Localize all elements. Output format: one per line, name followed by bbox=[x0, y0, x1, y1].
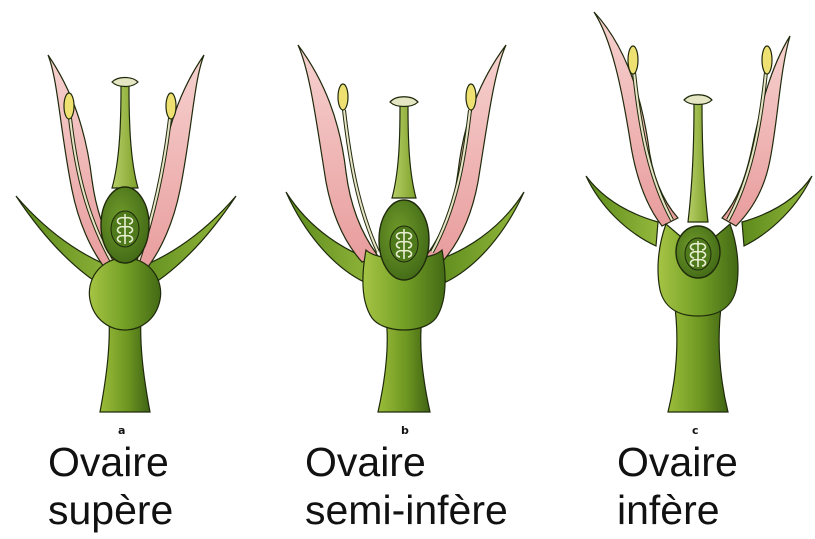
caption-line-1: Ovaire bbox=[48, 438, 173, 486]
panel-letter-a: a bbox=[118, 424, 125, 437]
receptacle bbox=[89, 258, 160, 330]
caption-superior-ovary: Ovaire supère bbox=[48, 438, 173, 534]
caption-line-2: supère bbox=[48, 486, 173, 534]
anther-right bbox=[762, 46, 772, 74]
petal-left bbox=[594, 12, 678, 226]
flower-a bbox=[16, 55, 236, 412]
flower-c bbox=[586, 12, 812, 412]
style bbox=[688, 104, 708, 222]
caption-line-2: semi-infère bbox=[305, 486, 508, 534]
caption-line-1: Ovaire bbox=[305, 438, 508, 486]
style bbox=[392, 106, 416, 198]
pedicel bbox=[378, 318, 430, 412]
anther-right bbox=[466, 84, 476, 110]
panel-letter-b: b bbox=[401, 424, 409, 437]
style bbox=[112, 86, 138, 188]
stigma bbox=[684, 95, 712, 105]
anther-left bbox=[338, 84, 348, 110]
anther-left bbox=[628, 46, 638, 74]
caption-inferior-ovary: Ovaire infère bbox=[617, 438, 738, 534]
pedicel bbox=[668, 300, 728, 412]
anther-right bbox=[166, 93, 176, 119]
anther-left bbox=[64, 93, 74, 119]
caption-half-inferior-ovary: Ovaire semi-infère bbox=[305, 438, 508, 534]
flower-b bbox=[286, 45, 524, 412]
stigma bbox=[112, 78, 138, 87]
panel-letter-c: c bbox=[692, 424, 699, 437]
stigma bbox=[390, 97, 418, 107]
caption-line-2: infère bbox=[617, 486, 738, 534]
caption-line-1: Ovaire bbox=[617, 438, 738, 486]
